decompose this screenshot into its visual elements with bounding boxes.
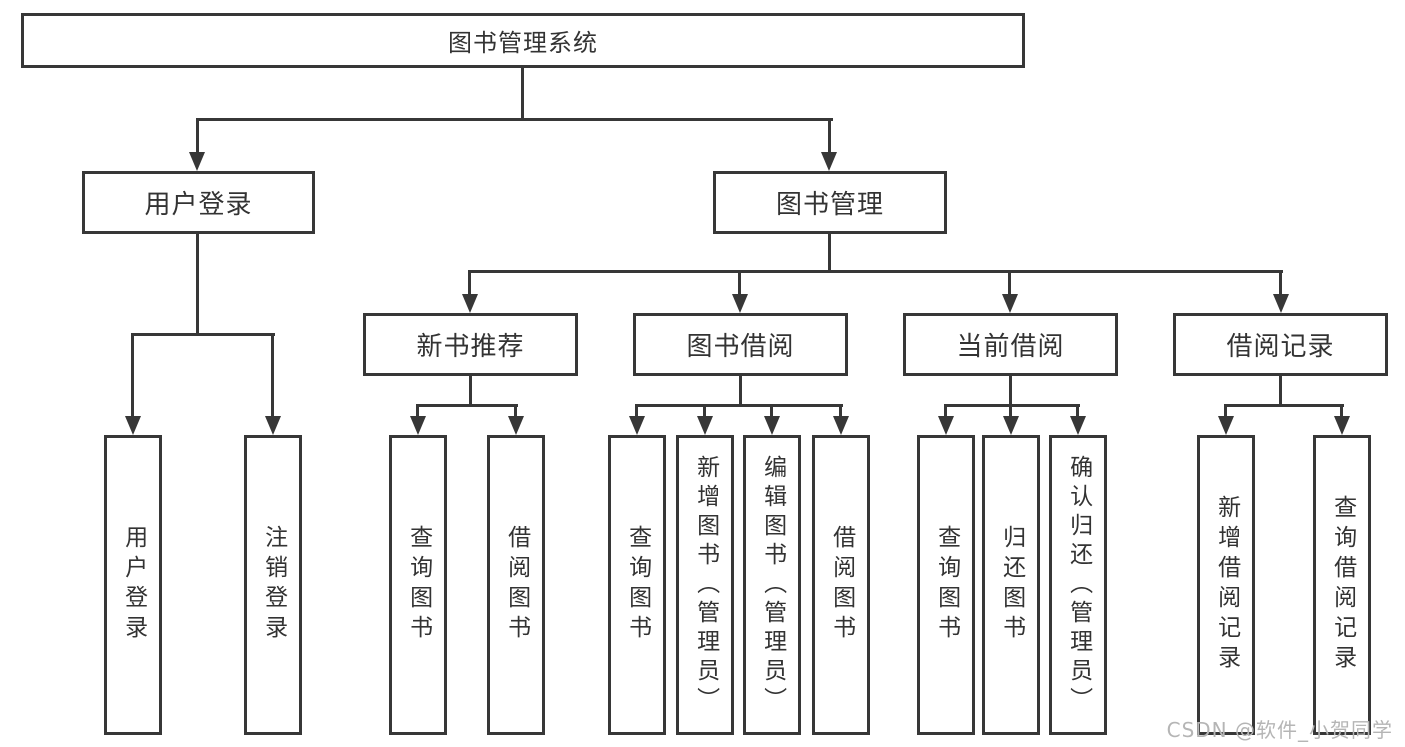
node-book-borrow: 图书借阅 — [633, 313, 848, 376]
connector-stem-logout-leaf — [271, 333, 274, 416]
node-user-login: 用户登录 — [82, 171, 315, 234]
node-borrow-records: 借阅记录 — [1173, 313, 1388, 376]
node-return-books: 归还图书 — [982, 435, 1040, 735]
arrow-new-book — [462, 294, 478, 313]
arrow-login-leaf — [125, 416, 141, 435]
node-edit-book-admin-label: 编辑图书（管理员） — [759, 454, 786, 716]
node-add-book-admin-label: 新增图书（管理员） — [692, 454, 719, 716]
node-borrow-books-recommend: 借阅图书 — [487, 435, 545, 735]
connector-user-login-split — [131, 333, 275, 336]
connector-root-split — [196, 118, 833, 121]
arrow-g5-leaf2 — [1334, 416, 1350, 435]
arrow-g3-leaf1 — [629, 416, 645, 435]
connector-g5-stem1 — [1224, 404, 1227, 418]
node-book-management: 图书管理 — [713, 171, 947, 234]
node-confirm-return-admin: 确认归还（管理员） — [1049, 435, 1107, 735]
connector-book-mgmt-split — [469, 270, 1283, 273]
arrow-current-borrow — [1002, 294, 1018, 313]
connector-g5-split — [1224, 404, 1344, 407]
connector-g3-split — [635, 404, 843, 407]
connector-g5-stub — [1279, 376, 1282, 407]
connector-stem-user-login — [196, 118, 199, 152]
node-user-login-leaf-label: 用户登录 — [120, 525, 147, 645]
node-query-books-recommend: 查询图书 — [389, 435, 447, 735]
connector-g4-stem2 — [1009, 404, 1012, 418]
node-borrow-records-label: 借阅记录 — [1226, 332, 1335, 362]
arrow-book-mgmt — [821, 152, 837, 171]
node-current-borrow: 当前借阅 — [903, 313, 1118, 376]
node-query-books-current-label: 查询图书 — [933, 525, 960, 645]
node-query-books-current: 查询图书 — [917, 435, 975, 735]
node-user-login-label: 用户登录 — [144, 190, 253, 220]
node-return-books-label: 归还图书 — [998, 525, 1025, 645]
connector-stem-book-mgmt — [828, 118, 831, 152]
node-query-books-recommend-label: 查询图书 — [405, 525, 432, 645]
connector-g3-stem4 — [839, 404, 842, 418]
node-borrow-books-leaf-label: 借阅图书 — [828, 525, 855, 645]
connector-g3-stem2 — [703, 404, 706, 418]
node-new-book-recommend-label: 新书推荐 — [416, 332, 525, 362]
connector-g2-stem2 — [514, 404, 517, 418]
connector-stem-login-leaf — [131, 333, 134, 416]
connector-stem-book-borrow — [738, 270, 741, 296]
connector-g4-split — [944, 404, 1080, 407]
arrow-g3-leaf3 — [764, 416, 780, 435]
arrow-user-login — [189, 152, 205, 171]
connector-stem-borrow-records — [1279, 270, 1282, 296]
node-book-borrow-label: 图书借阅 — [686, 332, 795, 362]
node-confirm-return-admin-label: 确认归还（管理员） — [1065, 454, 1092, 716]
node-book-management-label: 图书管理 — [775, 190, 884, 220]
connector-g2-stem1 — [416, 404, 419, 418]
node-new-book-recommend: 新书推荐 — [363, 313, 578, 376]
connector-stem-new-book — [468, 270, 471, 296]
arrow-logout-leaf — [265, 416, 281, 435]
connector-stem-current-borrow — [1008, 270, 1011, 296]
arrow-g4-leaf3 — [1070, 416, 1086, 435]
node-query-borrow-record: 查询借阅记录 — [1313, 435, 1371, 735]
arrow-borrow-records — [1273, 294, 1289, 313]
connector-g2-split — [416, 404, 518, 407]
arrow-g4-leaf1 — [938, 416, 954, 435]
connector-user-login-stub — [196, 234, 199, 336]
csdn-watermark: CSDN @软件_小贺同学 — [1166, 718, 1393, 742]
node-user-login-leaf: 用户登录 — [104, 435, 162, 735]
connector-g4-stem3 — [1076, 404, 1079, 418]
node-borrow-books-recommend-label: 借阅图书 — [503, 525, 530, 645]
connector-g5-stem2 — [1340, 404, 1343, 418]
node-library-system-label: 图书管理系统 — [448, 29, 598, 57]
connector-book-mgmt-stub — [828, 234, 831, 273]
arrow-g4-leaf2 — [1003, 416, 1019, 435]
node-edit-book-admin: 编辑图书（管理员） — [743, 435, 801, 735]
connector-g3-stem3 — [770, 404, 773, 418]
connector-g4-stub — [1009, 376, 1012, 407]
connector-root-stub — [521, 68, 524, 121]
node-add-borrow-record: 新增借阅记录 — [1197, 435, 1255, 735]
node-query-books-borrow: 查询图书 — [608, 435, 666, 735]
arrow-g2-leaf2 — [508, 416, 524, 435]
node-query-borrow-record-label: 查询借阅记录 — [1329, 495, 1356, 675]
node-add-borrow-record-label: 新增借阅记录 — [1213, 495, 1240, 675]
arrow-g3-leaf2 — [697, 416, 713, 435]
arrow-g2-leaf1 — [410, 416, 426, 435]
connector-g3-stub — [739, 376, 742, 407]
connector-g2-stub — [469, 376, 472, 407]
connector-g4-stem1 — [944, 404, 947, 418]
node-add-book-admin: 新增图书（管理员） — [676, 435, 734, 735]
arrow-g5-leaf1 — [1218, 416, 1234, 435]
connector-g3-stem1 — [635, 404, 638, 418]
node-borrow-books-leaf: 借阅图书 — [812, 435, 870, 735]
node-query-books-borrow-label: 查询图书 — [624, 525, 651, 645]
node-logout-leaf: 注销登录 — [244, 435, 302, 735]
arrow-g3-leaf4 — [833, 416, 849, 435]
node-library-system: 图书管理系统 — [21, 13, 1025, 68]
node-logout-leaf-label: 注销登录 — [260, 525, 287, 645]
node-current-borrow-label: 当前借阅 — [956, 332, 1065, 362]
arrow-book-borrow — [732, 294, 748, 313]
